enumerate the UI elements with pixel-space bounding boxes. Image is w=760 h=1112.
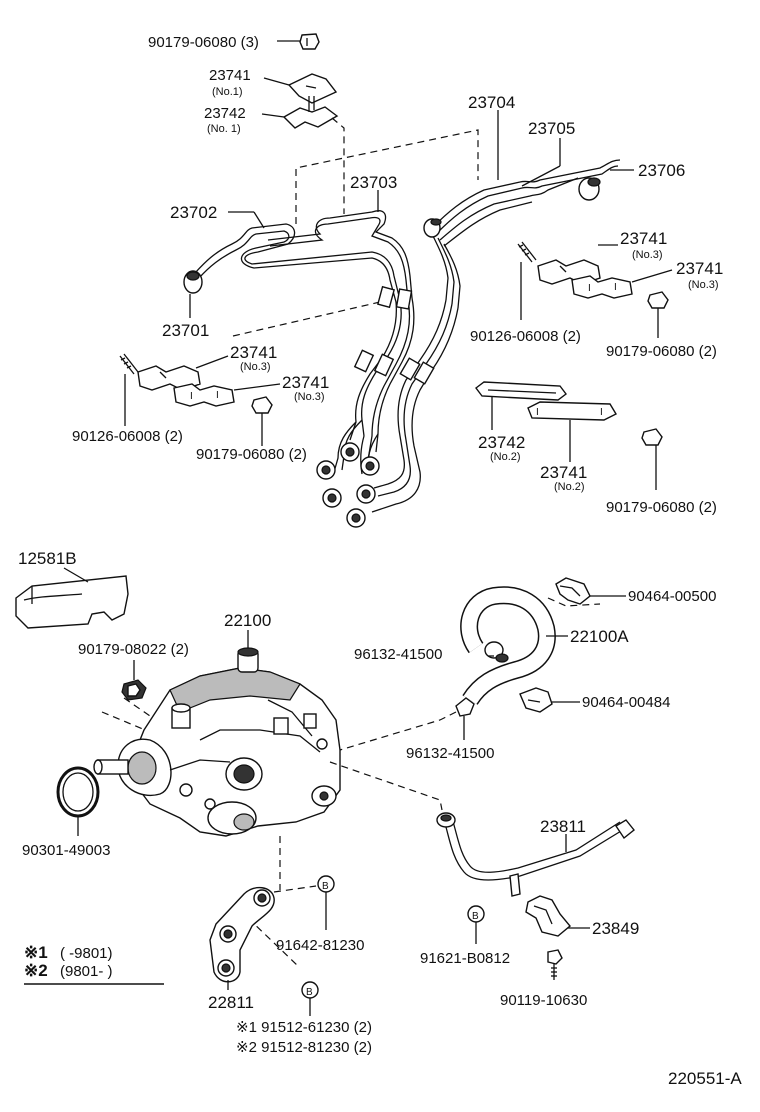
- svg-text:I: I: [588, 283, 591, 294]
- stud-bolt-right: [517, 241, 537, 320]
- insulator-12581B: [15, 567, 129, 629]
- hose-clamp-a: [484, 641, 509, 663]
- clamp-23741-no3-left-2: I I: [173, 383, 281, 407]
- label-23741-top-sub: (No.1): [212, 86, 243, 98]
- diagram-id: 220551-A: [668, 1069, 742, 1088]
- label-23741-l2-sub: (No.3): [294, 391, 325, 403]
- label-23742-top: 23742: [204, 105, 246, 122]
- label-12581B: 12581B: [18, 549, 77, 568]
- label-bolt-a: 91642-81230: [276, 937, 364, 954]
- label-23741-l1-sub: (No.3): [240, 361, 271, 373]
- injection-pump-22100: [93, 647, 341, 837]
- nut-left: [251, 396, 273, 446]
- pipe-fitting-right-1: [423, 218, 442, 238]
- label-22100: 22100: [224, 611, 271, 630]
- clamp-23742-no2-mid: [475, 381, 567, 430]
- clamp-23742-no1-top: [261, 96, 339, 129]
- svg-text:I: I: [190, 391, 193, 402]
- svg-text:I: I: [536, 407, 539, 418]
- lever-22811: [209, 887, 275, 990]
- label-stud-left: 90126-06008 (2): [72, 428, 183, 445]
- label-23742-mid-sub: (No.2): [490, 451, 521, 463]
- nut-right: [647, 291, 669, 338]
- fuel-pipe-23811: [436, 812, 635, 897]
- legend-range-2: (9801- ): [60, 963, 113, 980]
- label-nut-pump: 90179-08022 (2): [78, 641, 189, 658]
- label-nut-mid: 90179-06080 (2): [606, 499, 717, 516]
- legend: ※1 ( -9801) ※2 (9801- ): [24, 943, 164, 985]
- label-clamp-b: 96132-41500: [406, 745, 494, 762]
- pipe-fitting-23701: [183, 270, 203, 294]
- clamp-23741-no3-left-1: [137, 355, 229, 391]
- label-nut-left: 90179-06080 (2): [196, 446, 307, 463]
- clamp-23741-no2-mid: I I: [527, 401, 617, 462]
- svg-text:B: B: [306, 987, 313, 998]
- label-nut-top: 90179-06080 (3): [148, 34, 259, 51]
- label-23703: 23703: [350, 173, 397, 192]
- label-22100A: 22100A: [570, 627, 629, 646]
- clamp-23741-no1-top: [263, 73, 338, 104]
- bolt-91642: B: [317, 875, 335, 930]
- label-nut-right: 90179-06080 (2): [606, 343, 717, 360]
- label-23705: 23705: [528, 119, 575, 138]
- hose-clamp-b: [455, 697, 475, 740]
- label-stud-right: 90126-06008 (2): [470, 328, 581, 345]
- label-23701: 23701: [162, 321, 209, 340]
- label-clip-1: 90464-00500: [628, 588, 716, 605]
- label-oring: 90301-49003: [22, 842, 110, 859]
- label-23741-top: 23741: [209, 67, 251, 84]
- label-23811: 23811: [540, 817, 586, 836]
- bracket-23849: [525, 895, 590, 937]
- bolt-91621: B: [467, 905, 485, 944]
- bolt-91512: B: [301, 981, 319, 1016]
- svg-text:I: I: [216, 390, 219, 401]
- bolt-90119: [547, 949, 563, 980]
- stud-bolt-left: [119, 353, 139, 426]
- nut-mid: [641, 428, 663, 490]
- label-bolt-v2: ※2 91512-81230 (2): [236, 1039, 372, 1056]
- label-23741-mid-sub: (No.2): [554, 481, 585, 493]
- clip-90464-00500: [555, 577, 626, 605]
- svg-text:I: I: [600, 407, 603, 418]
- label-23741-l2: 23741: [282, 373, 329, 392]
- hose-22100A: [460, 586, 568, 706]
- label-22811: 22811: [208, 993, 254, 1012]
- svg-text:I: I: [614, 282, 617, 293]
- label-23706: 23706: [638, 161, 685, 180]
- pipe-fitting-23706: [578, 177, 601, 201]
- label-23741-r1: 23741: [620, 229, 667, 248]
- label-clip-2: 90464-00484: [582, 694, 670, 711]
- label-clamp-a: 96132-41500: [354, 646, 442, 663]
- label-bolt-v1: ※1 91512-61230 (2): [236, 1019, 372, 1036]
- label-23849: 23849: [592, 919, 639, 938]
- label-23702: 23702: [170, 203, 217, 222]
- label-23741-r2-sub: (No.3): [688, 279, 719, 291]
- nut-pump: [121, 679, 147, 701]
- label-23742-top-sub: (No. 1): [207, 123, 241, 135]
- clamp-23741-no3-right-2: I I: [571, 269, 673, 299]
- svg-text:B: B: [322, 881, 329, 892]
- label-23741-l1: 23741: [230, 343, 277, 362]
- pipe-fittings-bottom: [316, 442, 380, 528]
- legend-range-1: ( -9801): [60, 945, 113, 962]
- label-bolt-b: 91621-B0812: [420, 950, 510, 967]
- injection-pipe-bundle: [194, 159, 621, 513]
- o-ring: [56, 766, 100, 836]
- label-23741-r1-sub: (No.3): [632, 249, 663, 261]
- svg-text:B: B: [472, 911, 479, 922]
- label-23741-r2: 23741: [676, 259, 723, 278]
- label-bolt-c: 90119-10630: [500, 992, 587, 1009]
- label-23742-mid: 23742: [478, 433, 525, 452]
- clip-90464-00484: [519, 687, 580, 713]
- label-23704: 23704: [468, 93, 515, 112]
- legend-mark-1: ※1: [24, 943, 48, 962]
- label-23741-mid: 23741: [540, 463, 587, 482]
- legend-mark-2: ※2: [24, 961, 48, 980]
- nut-top: [277, 33, 320, 50]
